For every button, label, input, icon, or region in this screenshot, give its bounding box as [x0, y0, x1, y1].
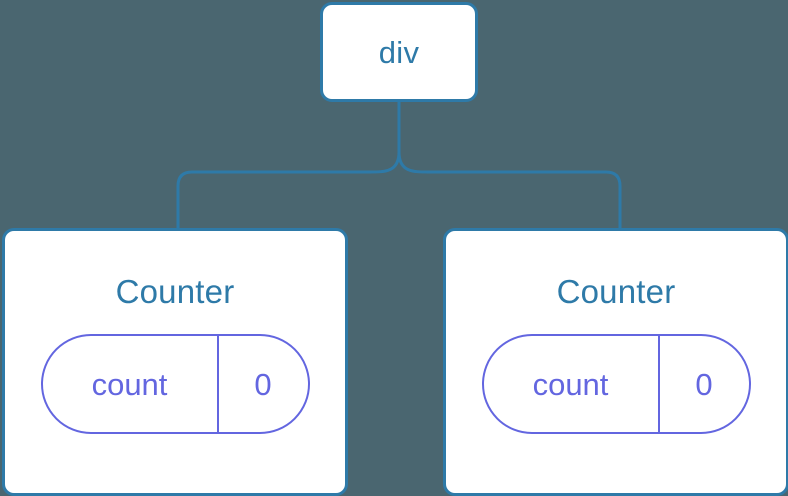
- state-pill-0[interactable]: count 0: [40, 334, 310, 434]
- connector-branch-right: [397, 151, 622, 229]
- node-div-label: div: [378, 34, 420, 70]
- node-counter-0[interactable]: Counter count 0: [2, 228, 348, 496]
- state-value-0: 0: [254, 366, 272, 402]
- node-div[interactable]: div: [320, 2, 478, 102]
- node-counter-1-title: Counter: [556, 273, 676, 310]
- state-pill-1[interactable]: count 0: [481, 334, 751, 434]
- state-key-1: count: [484, 336, 660, 432]
- connector-branch-left: [176, 151, 401, 229]
- node-counter-0-title: Counter: [115, 273, 235, 310]
- state-key-0: count: [43, 336, 219, 432]
- node-counter-1[interactable]: Counter count 0: [443, 228, 788, 496]
- state-value-1: 0: [695, 366, 713, 402]
